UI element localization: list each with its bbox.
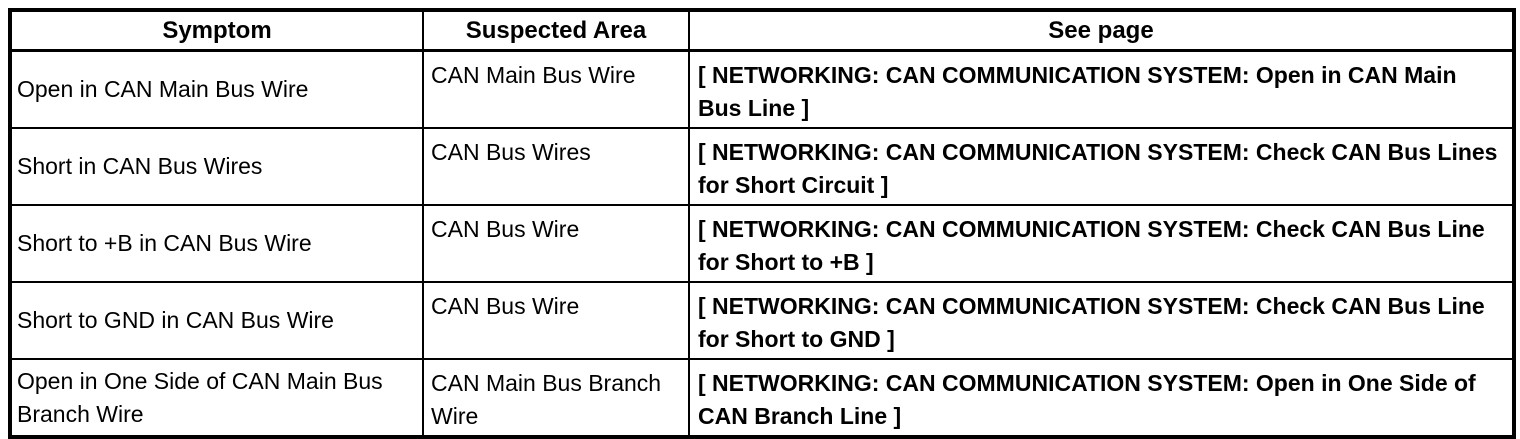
header-row: Symptom Suspected Area See page <box>9 9 1515 52</box>
table-row: Short to +B in CAN Bus Wire CAN Bus Wire… <box>9 204 1515 283</box>
suspected-area-cell: CAN Bus Wire <box>422 281 690 360</box>
suspected-area-cell: CAN Bus Wires <box>422 127 690 206</box>
suspected-area-cell: CAN Main Bus Branch Wire <box>422 358 690 438</box>
table-row: Short in CAN Bus Wires CAN Bus Wires [ N… <box>9 127 1515 206</box>
symptom-cell: Short to GND in CAN Bus Wire <box>9 281 424 360</box>
see-page-cell: [ NETWORKING: CAN COMMUNICATION SYSTEM: … <box>688 127 1515 206</box>
see-page-cell: [ NETWORKING: CAN COMMUNICATION SYSTEM: … <box>688 358 1515 438</box>
table-row: Open in One Side of CAN Main Bus Branch … <box>9 358 1515 438</box>
symptom-cell: Open in CAN Main Bus Wire <box>9 49 424 129</box>
table-row: Short to GND in CAN Bus Wire CAN Bus Wir… <box>9 281 1515 360</box>
symptom-cell: Short in CAN Bus Wires <box>9 127 424 206</box>
suspected-area-cell: CAN Bus Wire <box>422 204 690 283</box>
column-header-symptom: Symptom <box>9 9 424 52</box>
see-page-cell: [ NETWORKING: CAN COMMUNICATION SYSTEM: … <box>688 281 1515 360</box>
see-page-cell: [ NETWORKING: CAN COMMUNICATION SYSTEM: … <box>688 49 1515 129</box>
suspected-area-cell: CAN Main Bus Wire <box>422 49 690 129</box>
column-header-suspected-area: Suspected Area <box>422 9 690 52</box>
symptom-cell: Open in One Side of CAN Main Bus Branch … <box>9 358 424 438</box>
document-page: Symptom Suspected Area See page Open in … <box>8 8 1516 439</box>
see-page-cell: [ NETWORKING: CAN COMMUNICATION SYSTEM: … <box>688 204 1515 283</box>
symptom-diagnostic-table: Symptom Suspected Area See page Open in … <box>8 8 1516 439</box>
column-header-see-page: See page <box>688 9 1515 52</box>
symptom-cell: Short to +B in CAN Bus Wire <box>9 204 424 283</box>
table-row: Open in CAN Main Bus Wire CAN Main Bus W… <box>9 49 1515 129</box>
